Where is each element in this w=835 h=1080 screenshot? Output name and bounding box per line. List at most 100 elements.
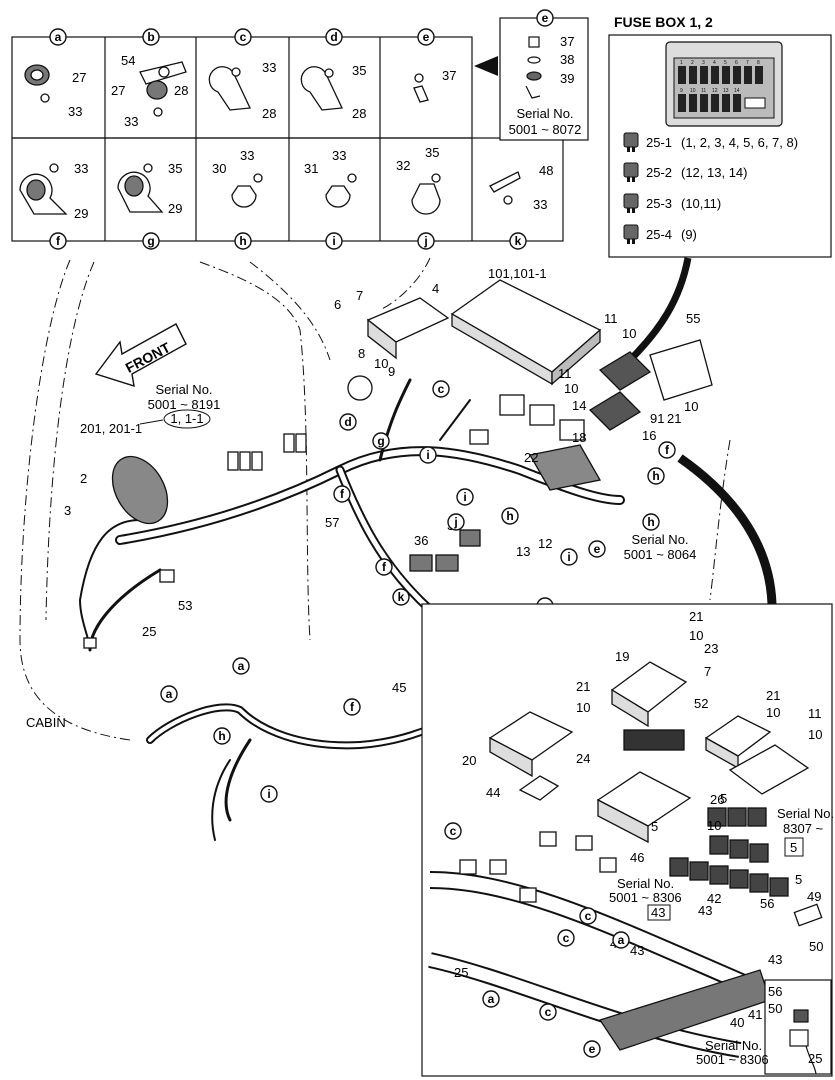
part-number: 31: [304, 161, 318, 176]
svg-text:56: 56: [768, 984, 782, 999]
svg-text:f: f: [665, 443, 670, 457]
svg-text:2: 2: [80, 471, 87, 486]
serial-note-c: Serial No. 8307 ~ 5: [777, 806, 834, 857]
svg-text:h: h: [506, 509, 513, 523]
svg-text:g: g: [377, 434, 384, 448]
svg-text:91: 91: [650, 411, 664, 426]
part-number: 33: [240, 148, 254, 163]
svg-text:h: h: [647, 515, 654, 529]
svg-text:5: 5: [724, 60, 727, 66]
serial-range: 5001 ~ 8191: [148, 397, 221, 412]
svg-text:12: 12: [538, 536, 552, 551]
harness: [79, 378, 625, 841]
grid-letter: f: [56, 234, 61, 248]
svg-text:43: 43: [630, 943, 644, 958]
svg-text:5: 5: [795, 872, 802, 887]
serial-label: Serial No.: [705, 1038, 762, 1053]
svg-text:3: 3: [64, 503, 71, 518]
serial-range: 5001 ~ 8064: [624, 547, 697, 562]
part-number: 33: [124, 114, 138, 129]
components: [83, 279, 713, 649]
inset-part-labels: 21 10 23 7 19 21 10 52 21 10 11 10 20 24…: [454, 609, 823, 1030]
svg-text:j: j: [453, 515, 457, 529]
svg-text:10: 10: [576, 700, 590, 715]
part-number: 33: [332, 148, 346, 163]
svg-text:21: 21: [766, 688, 780, 703]
svg-text:8: 8: [358, 346, 365, 361]
fuse-slot-numbers: 1 2 3 4 5 6 7 8 9 10 11 12 13 14: [680, 60, 760, 94]
serial-label: Serial No.: [777, 806, 834, 821]
svg-text:10: 10: [690, 88, 696, 94]
grid-letter: g: [147, 234, 154, 248]
svg-text:41: 41: [748, 1007, 762, 1022]
fuse-legend: 25-1 (1, 2, 3, 4, 5, 6, 7, 8) 25-2 (12, …: [623, 132, 798, 244]
svg-text:f: f: [382, 560, 387, 574]
grid-letter: c: [240, 30, 247, 44]
svg-text:56: 56: [760, 896, 774, 911]
part-number: 48: [539, 163, 553, 178]
serial-label: Serial No.: [631, 532, 688, 547]
svg-text:10: 10: [808, 727, 822, 742]
part-number: 28: [174, 83, 188, 98]
svg-text:5: 5: [651, 819, 658, 834]
cab-outline: [19, 257, 731, 741]
svg-text:13: 13: [723, 88, 729, 94]
serial-label: Serial No.: [516, 106, 573, 121]
svg-text:3: 3: [702, 60, 705, 66]
svg-text:8: 8: [757, 60, 760, 66]
svg-text:50: 50: [809, 939, 823, 954]
cabin-label: CABIN: [26, 715, 66, 730]
svg-text:10: 10: [766, 705, 780, 720]
inset-extra-labels: 43 43: [630, 943, 782, 967]
svg-text:43: 43: [698, 903, 712, 918]
svg-text:7: 7: [746, 60, 749, 66]
fuse-icon: [623, 132, 639, 152]
svg-text:10: 10: [564, 381, 578, 396]
svg-text:f: f: [340, 487, 345, 501]
svg-text:11: 11: [808, 706, 822, 721]
svg-text:a: a: [618, 933, 625, 947]
svg-text:10: 10: [684, 399, 698, 414]
grid-letter: h: [239, 234, 246, 248]
grid-letter: k: [515, 234, 522, 248]
svg-text:e: e: [594, 542, 601, 556]
svg-text:40: 40: [730, 1015, 744, 1030]
fuse-box-panel: FUSE BOX 1, 2 1 2 3 4 5 6 7 8 9 10 11 12: [608, 14, 832, 258]
svg-text:44: 44: [486, 785, 500, 800]
serial-range: 5001 ~ 8306: [696, 1052, 769, 1067]
svg-text:c: c: [438, 382, 445, 396]
part-number: 37: [442, 68, 456, 83]
part-number: 54: [121, 53, 135, 68]
svg-text:6: 6: [334, 297, 341, 312]
grid-letter: i: [332, 234, 335, 248]
part-number: 33: [262, 60, 276, 75]
svg-text:26: 26: [710, 792, 724, 807]
serial-range: 8307 ~: [783, 821, 824, 836]
svg-text:d: d: [344, 415, 351, 429]
grid-letter: b: [147, 30, 154, 44]
svg-text:18: 18: [572, 430, 586, 445]
detail-e-box: e 37 38 39 Serial No. 5001 ~ 8072: [474, 9, 589, 141]
svg-text:10: 10: [622, 326, 636, 341]
svg-text:45: 45: [392, 680, 406, 695]
serial-label: Serial No.: [617, 876, 674, 891]
svg-text:9: 9: [680, 88, 683, 94]
svg-text:52: 52: [694, 696, 708, 711]
clip-drawings: [19, 61, 521, 215]
svg-text:23: 23: [704, 641, 718, 656]
fuse-icon: [623, 162, 639, 182]
svg-text:13: 13: [516, 544, 530, 559]
part-number: 29: [168, 201, 182, 216]
svg-text:42: 42: [707, 891, 721, 906]
grid-part-numbers: 27 33 54 27 33 28 33 28 35 28 37 33 29 3…: [68, 53, 553, 221]
fuse-part: 25-1: [646, 135, 672, 150]
svg-text:21: 21: [576, 679, 590, 694]
svg-text:11: 11: [701, 88, 706, 94]
fuse-part: 25-2: [646, 165, 672, 180]
fuse-slots: (1, 2, 3, 4, 5, 6, 7, 8): [681, 135, 798, 150]
svg-text:h: h: [218, 729, 225, 743]
fuse-icon: [623, 193, 639, 213]
part-number: 28: [262, 106, 276, 121]
part-number: 33: [533, 197, 547, 212]
